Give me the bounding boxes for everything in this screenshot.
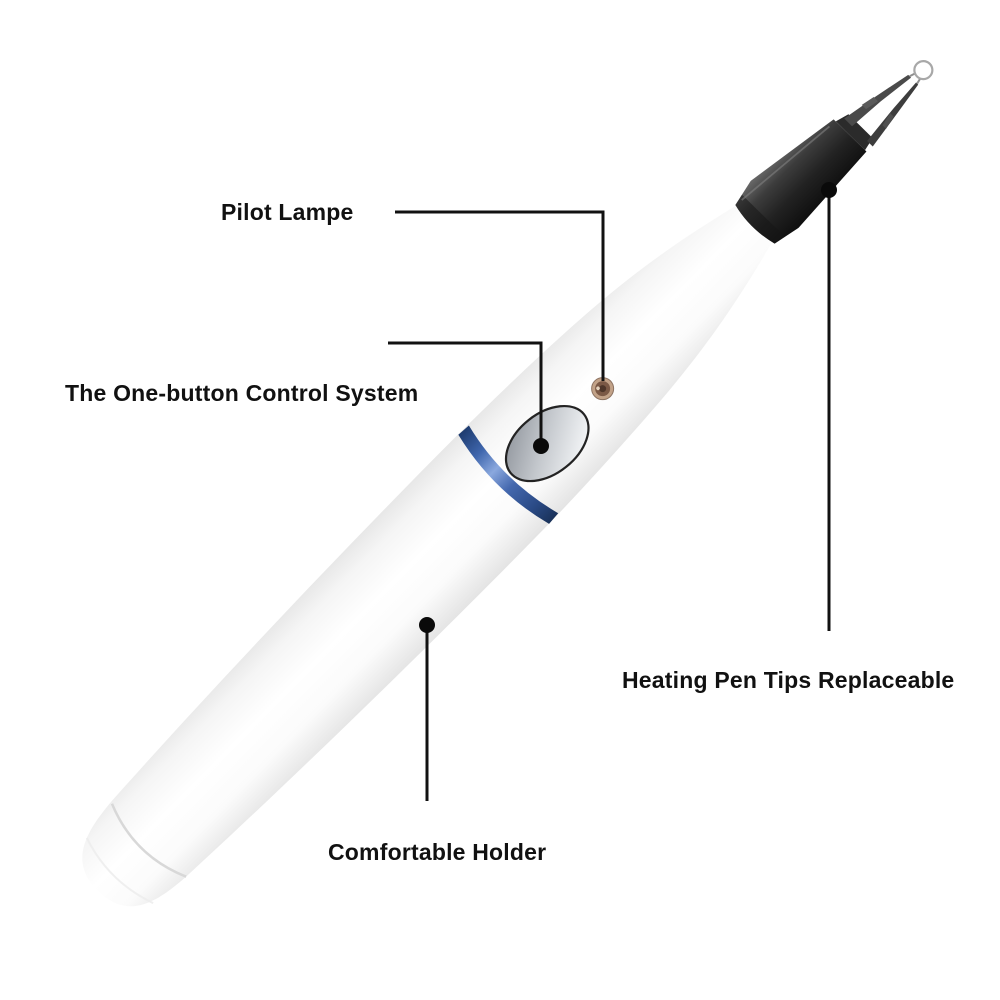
leader-lines xyxy=(388,192,831,801)
leader-dots xyxy=(419,182,837,633)
label-heating-tips: Heating Pen Tips Replaceable xyxy=(622,667,955,693)
leader-one-button xyxy=(388,341,543,444)
label-one-button-control: The One-button Control System xyxy=(65,380,419,406)
heating-tip-prongs xyxy=(844,59,934,147)
pilot-lamp-led xyxy=(591,377,615,401)
cap-end-shading xyxy=(85,837,154,905)
accent-ring xyxy=(458,425,559,524)
pen-body xyxy=(82,201,777,907)
leader-pilot-lamp xyxy=(395,210,605,381)
cap-seam xyxy=(110,803,187,878)
label-comfortable-holder: Comfortable Holder xyxy=(328,839,547,865)
lower-prong xyxy=(867,82,919,147)
heating-tip-holder xyxy=(735,114,873,244)
label-pilot-lamp: Pilot Lampe xyxy=(221,199,354,225)
tip-wire-loop xyxy=(913,59,934,81)
dot-heating-tips xyxy=(821,182,837,198)
dot-one-button xyxy=(533,438,549,454)
upper-prong xyxy=(844,74,912,127)
tip-collar xyxy=(835,114,873,151)
dot-comfortable-holder xyxy=(419,617,435,633)
